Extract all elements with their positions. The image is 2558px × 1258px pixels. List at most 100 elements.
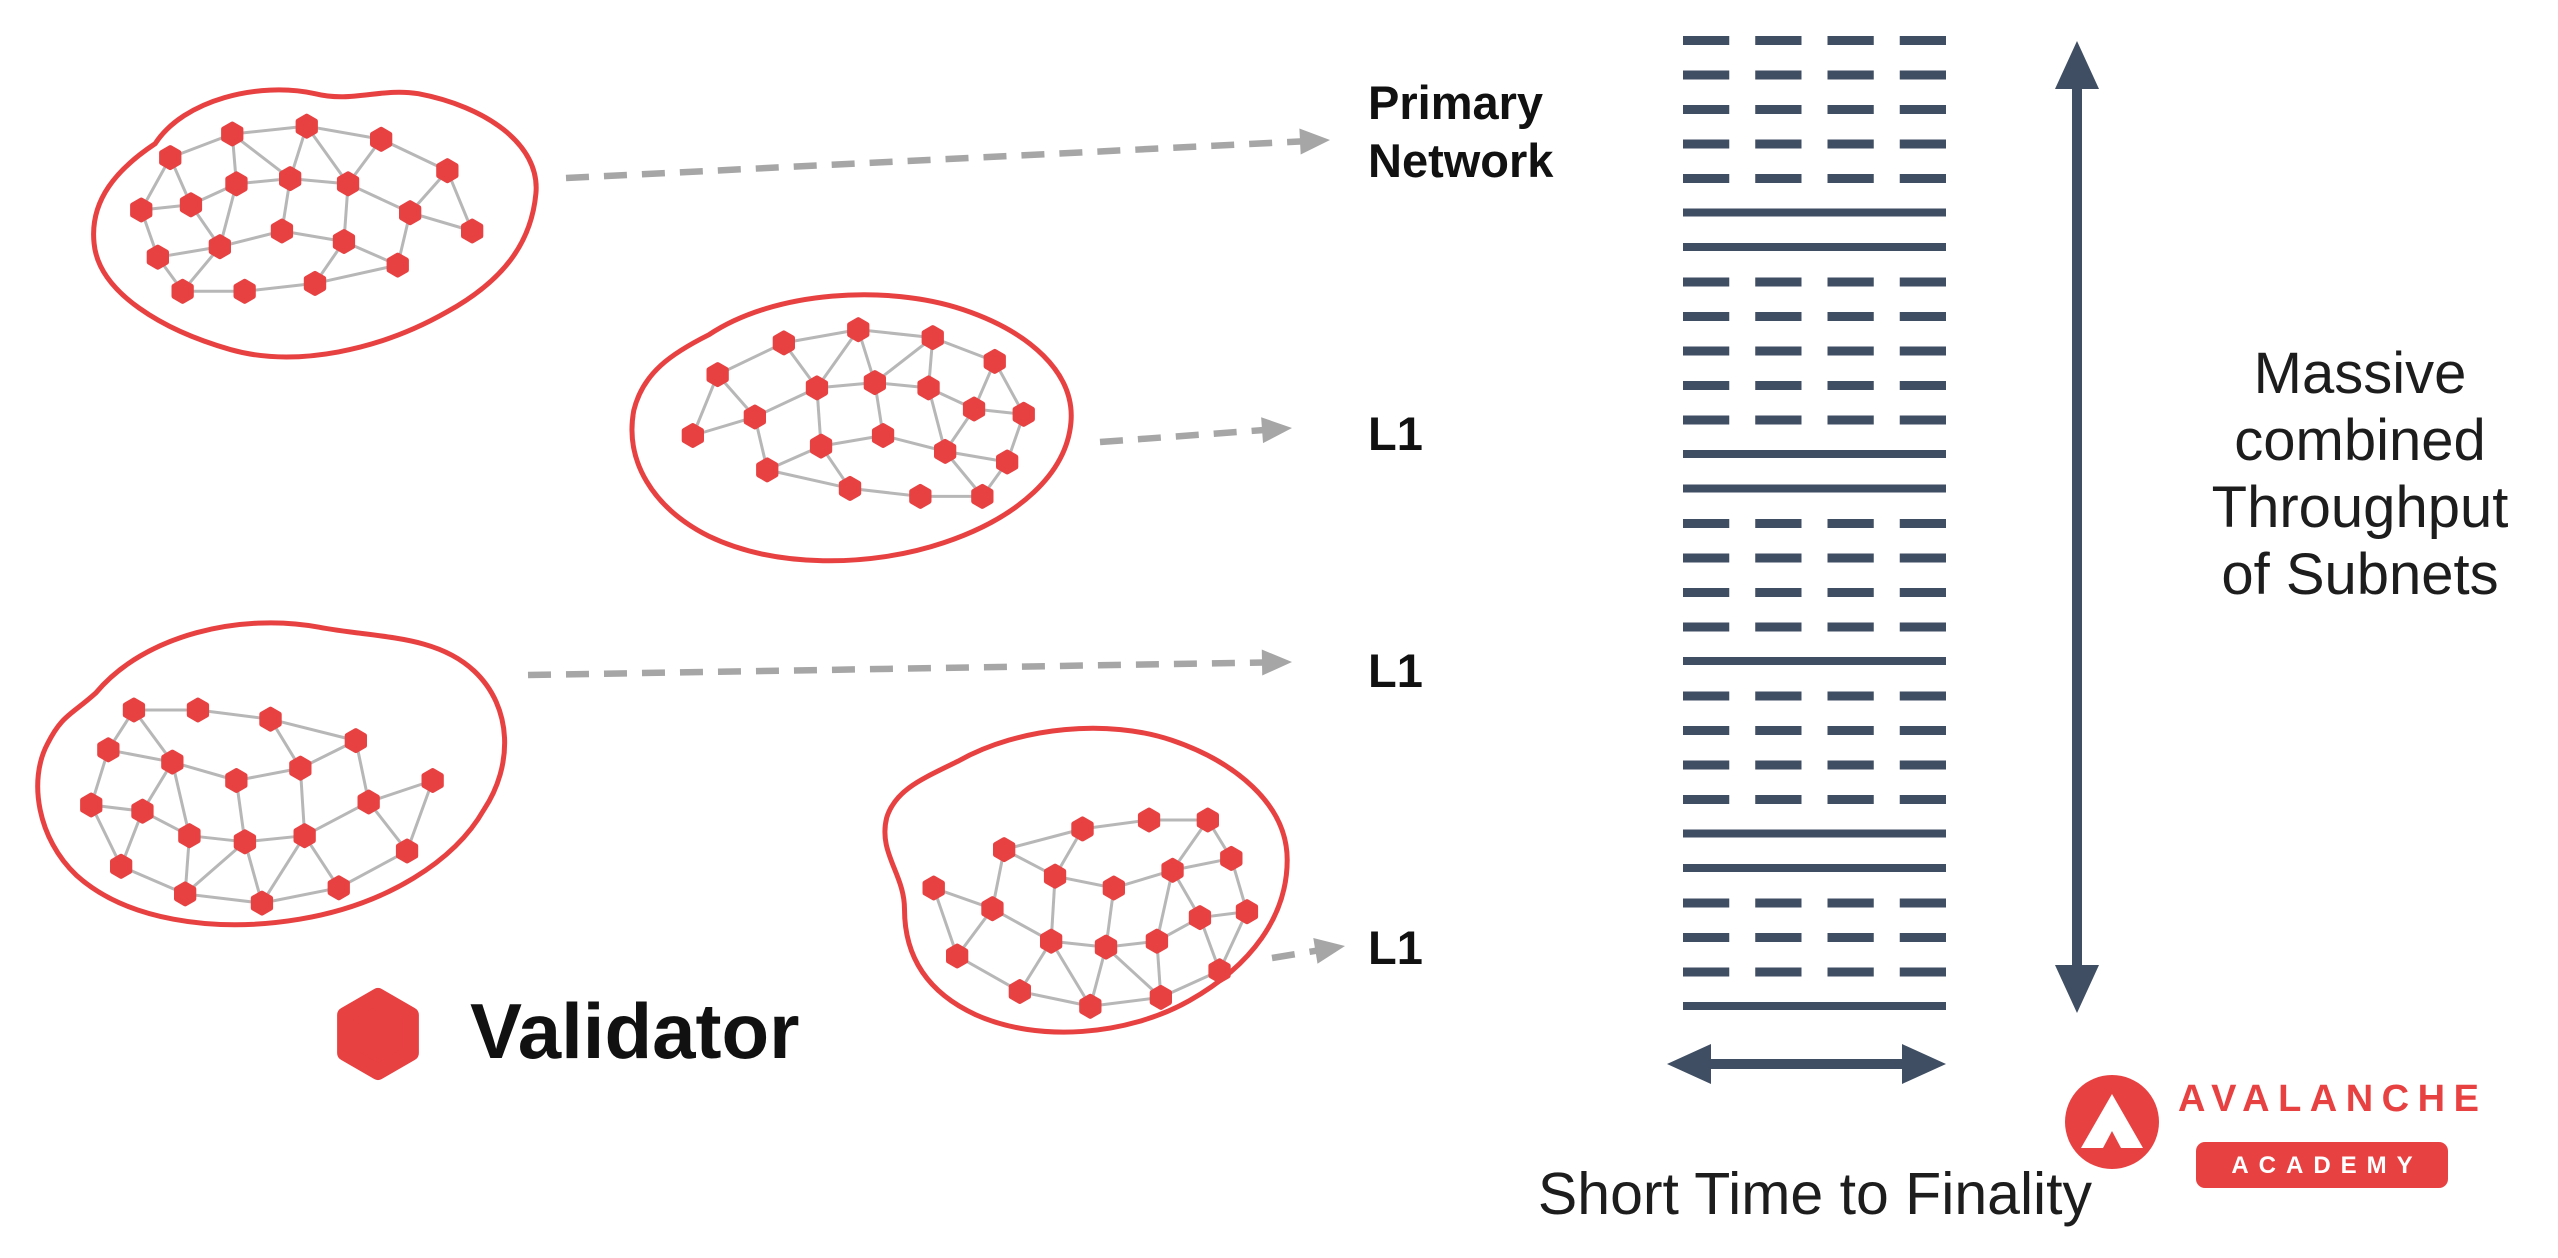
validator-node: [1040, 928, 1063, 954]
validator-node: [1102, 875, 1125, 901]
dashed-block-segment: [1755, 312, 1802, 321]
validator-hexagon-icon: [337, 988, 419, 1080]
network-edge: [1003, 827, 1083, 852]
dashed-block-segment: [1683, 415, 1730, 425]
network-edge: [231, 132, 292, 180]
dashed-block-segment: [1755, 70, 1802, 80]
validator-node: [161, 749, 184, 775]
dashed-block-segment: [1683, 691, 1730, 701]
dashed-block-segment: [1899, 70, 1946, 80]
subnet-network-primary: [94, 90, 537, 357]
validator-node: [706, 362, 729, 388]
network-edge: [1090, 995, 1162, 1008]
logo-notch: [2103, 1131, 2121, 1148]
dashed-line: [565, 138, 1303, 182]
network-edge: [244, 281, 316, 293]
dashed-block-segment: [1827, 898, 1874, 908]
validator-node: [122, 697, 146, 723]
network-edge: [184, 892, 263, 905]
dashed-block-segment: [1827, 139, 1874, 149]
validator-node: [289, 755, 312, 781]
validator-node: [983, 348, 1006, 374]
dashed-block-segment: [1899, 519, 1946, 528]
validator-node: [386, 252, 409, 278]
dashed-block-segment: [1683, 898, 1730, 908]
validator-node: [171, 278, 194, 304]
network-edge: [197, 708, 271, 721]
network-edge: [1049, 940, 1092, 1008]
dashed-block-segment: [1683, 726, 1730, 735]
arrowhead: [1299, 128, 1330, 155]
finality-caption: Short Time to Finality: [1537, 1161, 2093, 1227]
validator-node: [295, 113, 318, 139]
solid-block-row: [1683, 484, 1946, 493]
dashed-block-segment: [1755, 588, 1802, 597]
dashed-block-segment: [1899, 795, 1946, 804]
dashed-block-segment: [1755, 795, 1802, 804]
dashed-block-segment: [1755, 726, 1802, 735]
dashed-block-segment: [1827, 70, 1874, 80]
solid-block-row: [1683, 829, 1946, 838]
validator-node: [421, 768, 444, 793]
pointer-arrow-4: [1271, 938, 1345, 964]
validator-node: [208, 234, 231, 260]
double-arrowhead: [1667, 1044, 1711, 1084]
validator-node: [871, 423, 895, 448]
validator-node: [809, 433, 833, 459]
network-edge: [1155, 869, 1175, 942]
validator-node: [1208, 958, 1231, 984]
dashed-block-segment: [1683, 553, 1730, 563]
validator-node: [179, 192, 203, 218]
primary-network-line-2: Network: [1368, 134, 1554, 187]
validator-node: [681, 423, 704, 448]
validator-node: [981, 896, 1004, 922]
dashed-block-segment: [1755, 277, 1802, 287]
validator-node: [1220, 845, 1243, 871]
validator-node: [130, 197, 153, 223]
dashed-block-segment: [1899, 139, 1946, 149]
solid-block-row: [1683, 208, 1946, 217]
validator-node: [743, 404, 766, 430]
subnet-network-l1-c: [885, 728, 1287, 1032]
validator-node: [336, 171, 360, 197]
dashed-block-segment: [1899, 967, 1946, 977]
network-edge: [405, 779, 435, 852]
validator-node: [146, 244, 169, 270]
network-edge: [849, 486, 921, 498]
dashed-block-segment: [1899, 277, 1946, 287]
validator-node: [1188, 905, 1212, 931]
dashed-block-segment: [1827, 933, 1874, 942]
dashed-block-segment: [1899, 312, 1946, 321]
validator-node: [1235, 899, 1259, 925]
dashed-block-segment: [1899, 691, 1946, 701]
dashed-line: [1271, 947, 1318, 962]
dashed-block-segment: [1827, 967, 1874, 977]
validator-node: [1043, 863, 1067, 889]
network-edge: [858, 328, 933, 340]
validator-node: [971, 483, 994, 509]
validator-node: [97, 737, 120, 763]
solid-block-row: [1683, 450, 1946, 458]
validator-node: [233, 278, 256, 304]
dashed-block-segment: [1827, 36, 1874, 45]
network-edge: [270, 717, 357, 743]
dashed-block-segment: [1899, 381, 1946, 390]
throughput-caption: Massive combined Throughput of Subnets: [2160, 340, 2558, 608]
validator-legend-label: Validator: [470, 987, 800, 1075]
validator-node: [847, 317, 870, 343]
brand-wordmark: AVALANCHE: [2178, 1078, 2488, 1120]
primary-network-line-1: Primary: [1368, 76, 1544, 129]
dashed-block-segment: [1827, 553, 1874, 563]
validator-node: [1094, 934, 1118, 960]
double-arrowhead: [2055, 965, 2099, 1013]
network-edge: [338, 849, 408, 890]
dashed-block-segment: [1755, 346, 1802, 356]
validator-node: [1008, 979, 1031, 1004]
dashed-block-segment: [1755, 760, 1802, 770]
throughput-extent-arrow: [2055, 41, 2099, 1013]
dashed-block-segment: [1683, 139, 1730, 149]
validator-node: [805, 375, 829, 401]
validator-node: [1137, 807, 1161, 833]
validator-node: [436, 158, 459, 184]
dashed-block-segment: [1899, 726, 1946, 735]
